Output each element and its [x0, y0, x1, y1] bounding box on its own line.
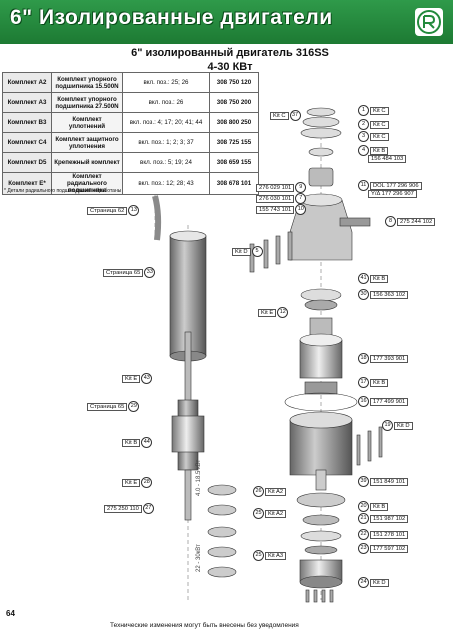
page-number: 64 [6, 609, 15, 618]
kit-number: 308 750 120 [209, 72, 259, 93]
power-range-label: 22 - 30кВт [196, 544, 202, 572]
kit-code: Комплект B3 [2, 112, 52, 133]
header-bar [0, 0, 453, 44]
table-row: Комплект B3 Комплект уплотнений вкл. поз… [2, 112, 259, 133]
kit-code: Комплект A3 [2, 92, 52, 113]
callout-part-156484103: 156 484 103 [368, 155, 407, 163]
kit-positions: вкл. поз.: 12; 28; 43 [122, 172, 210, 195]
kit-name: Комплект уплотнений [51, 112, 123, 133]
callout-part-11-yd: Y/Δ 177 296 907 [368, 190, 417, 198]
brand-logo [415, 8, 443, 36]
table-row: Комплект C4 Комплект защитного уплотнени… [2, 132, 259, 153]
kit-code: Комплект D5 [2, 152, 52, 173]
kit-name: Комплект защитного уплотнения [51, 132, 123, 153]
page-title: 6" Изолированные двигатели [10, 6, 333, 29]
table-footnote: * Детали радиального подшипника не обраб… [4, 188, 122, 194]
kit-code: Комплект E* [2, 172, 52, 195]
section-title: 6" изолированный двигатель 316SS 4-30 КВ… [110, 46, 350, 74]
kit-name: Комплект радиального подшипника [51, 172, 123, 195]
power-range-label: 4.0 - 18.5 кВт [196, 459, 202, 496]
subtitle-line1: 6" изолированный двигатель 316SS [131, 47, 329, 59]
subtitle-line2: 4-30 КВт [207, 61, 253, 73]
kit-table: Комплект A2 Комплект упорного подшипника… [2, 72, 259, 195]
table-row: Комплект E* Комплект радиального подшипн… [2, 172, 259, 195]
footer-note: Технические изменения могут быть внесены… [110, 622, 299, 629]
table-row: Комплект D5 Крепежный комплект вкл. поз.… [2, 152, 259, 173]
kit-name: Комплект упорного подшипника 27.500N [51, 92, 123, 113]
